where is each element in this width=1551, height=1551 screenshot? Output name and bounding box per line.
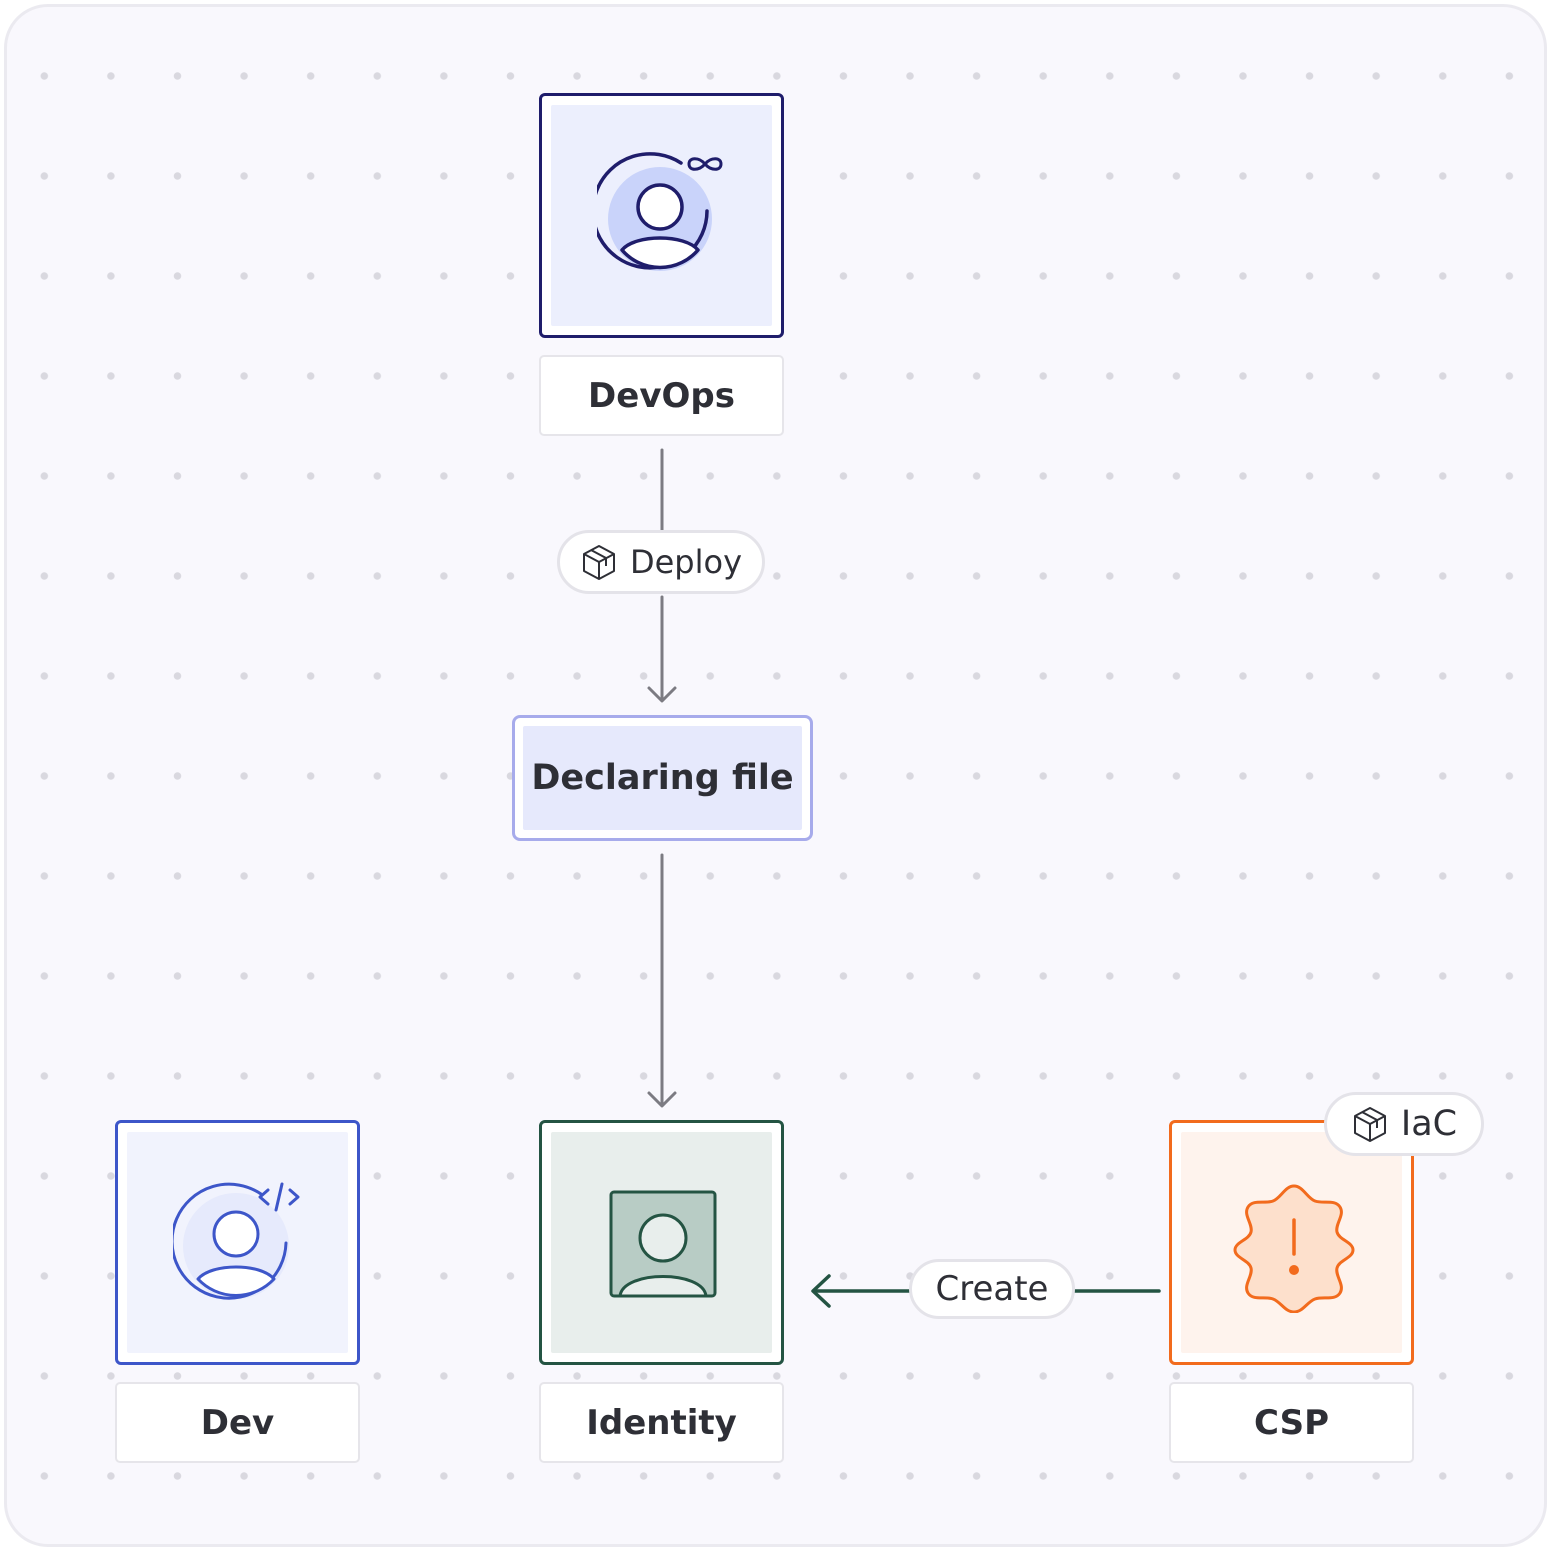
dev-label: Dev	[115, 1382, 360, 1463]
declaring-file-node[interactable]: Declaring file	[512, 715, 813, 841]
create-edge-label: Create	[909, 1259, 1075, 1319]
create-label-text: Create	[935, 1269, 1049, 1309]
deploy-edge-label: Deploy	[557, 530, 765, 594]
cube-icon	[1353, 1107, 1386, 1142]
csp-node[interactable]	[1169, 1120, 1414, 1365]
identity-node[interactable]	[539, 1120, 784, 1365]
diagram-canvas: DevOps Deploy Declaring file	[4, 4, 1547, 1547]
developer-user-code-icon	[173, 1182, 300, 1300]
devops-user-infinity-icon	[597, 152, 723, 271]
iac-badge: IaC	[1324, 1092, 1484, 1156]
connectors	[647, 448, 1161, 1308]
arrow-csp-to-identity	[811, 1274, 1161, 1308]
identity-label: Identity	[539, 1382, 784, 1463]
deploy-label-text: Deploy	[629, 543, 743, 581]
identity-user-card-icon	[609, 1190, 717, 1298]
cube-icon	[582, 545, 615, 580]
csp-label: CSP	[1169, 1382, 1414, 1463]
devops-node[interactable]	[539, 93, 784, 338]
iac-label-text: IaC	[1400, 1104, 1458, 1144]
arrow-devops-to-declaring	[647, 448, 677, 703]
arrow-declaring-to-identity	[647, 853, 677, 1108]
declaring-file-label: Declaring file	[523, 726, 802, 830]
devops-label: DevOps	[539, 355, 784, 436]
warning-badge-icon	[1233, 1184, 1355, 1313]
dev-node[interactable]	[115, 1120, 360, 1365]
